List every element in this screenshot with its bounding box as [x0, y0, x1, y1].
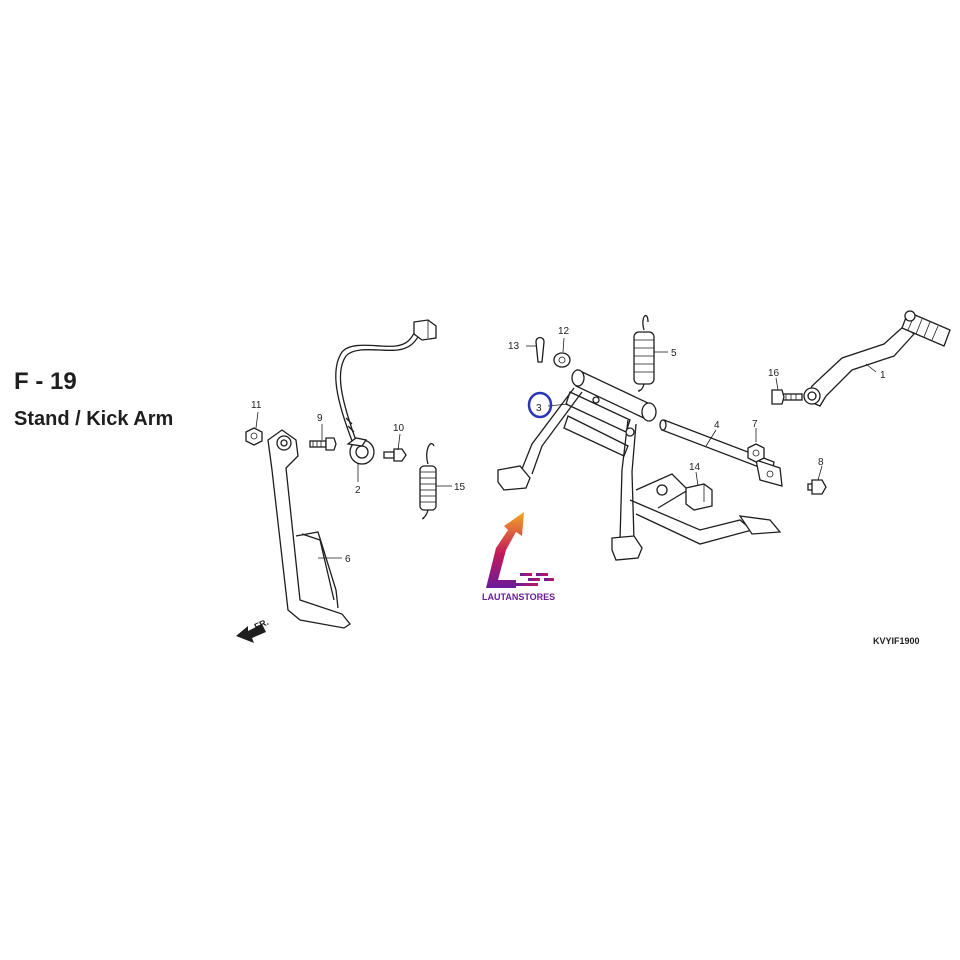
callout-4: 4 [714, 420, 720, 431]
arrow-left-icon [236, 624, 266, 643]
callout-3: 3 [536, 403, 542, 414]
highlight-circle [527, 391, 553, 419]
stopper-part-14[interactable] [685, 483, 713, 511]
callout-2: 2 [355, 485, 361, 496]
direction-label: FR. [253, 617, 270, 632]
washer-part-12[interactable] [553, 352, 571, 368]
callout-10: 10 [393, 423, 405, 434]
callout-labels: 1 2 3 4 5 6 7 8 9 10 11 12 13 14 15 16 [251, 326, 886, 565]
callout-13: 13 [508, 341, 520, 352]
logo-arrow-icon [486, 512, 524, 588]
callout-6: 6 [345, 554, 351, 565]
page-code: F - 19 [14, 368, 77, 395]
drawing-code: KVYIF1900 [873, 636, 920, 646]
main-stand-part[interactable] [497, 369, 782, 561]
leader-lines [255, 337, 877, 559]
callout-5: 5 [671, 348, 677, 359]
callout-1: 1 [880, 370, 886, 381]
callout-16: 16 [768, 368, 780, 379]
callout-8: 8 [818, 457, 824, 468]
callout-12: 12 [558, 326, 570, 337]
cotter-pin-part-13[interactable] [535, 336, 545, 363]
front-direction-indicator: FR. [236, 617, 270, 643]
callout-14: 14 [689, 462, 701, 473]
callout-11: 11 [251, 400, 262, 411]
spring-part-5[interactable] [633, 314, 655, 392]
side-stand-switch-part[interactable] [335, 319, 437, 465]
nut-part-11[interactable] [245, 427, 263, 446]
callout-9: 9 [317, 413, 323, 424]
bolt-part-10[interactable] [383, 448, 407, 462]
page-title: Stand / Kick Arm [14, 408, 174, 430]
side-stand-part[interactable] [267, 429, 351, 629]
callout-15: 15 [454, 482, 466, 493]
lautanstores-logo: LAUTANSTORES [482, 512, 555, 602]
bolt-part-9[interactable] [309, 437, 337, 451]
spring-part-15[interactable] [419, 443, 437, 520]
bolt-part-16[interactable] [771, 389, 803, 405]
nut-part-7[interactable] [747, 443, 765, 463]
watermark-text: LAUTANSTORES [482, 592, 555, 602]
bolt-part-8[interactable] [807, 479, 827, 495]
shaft-part-4[interactable] [659, 419, 783, 487]
kick-arm-part[interactable] [803, 310, 951, 407]
callout-7: 7 [752, 419, 758, 430]
